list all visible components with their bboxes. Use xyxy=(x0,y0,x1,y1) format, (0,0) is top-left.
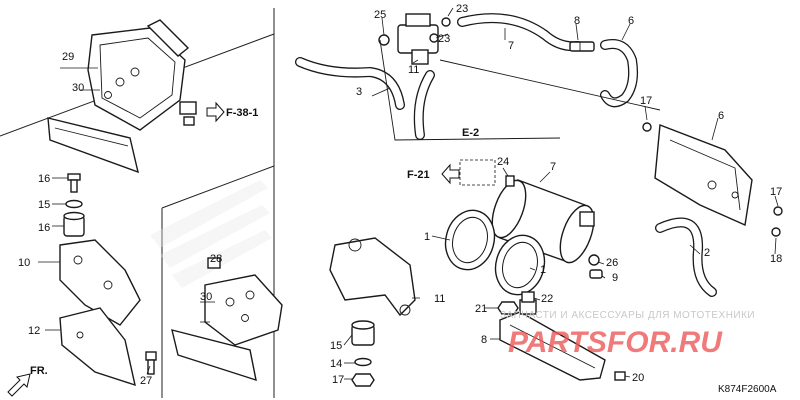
cover-14 xyxy=(59,307,136,387)
bracket-12 xyxy=(59,239,141,326)
joint-10 xyxy=(569,41,595,52)
rubber-mount-16-left xyxy=(63,211,85,237)
ref-arrow-f21 xyxy=(441,159,496,186)
plug-9 xyxy=(589,269,603,279)
callout-30-lower: 30 xyxy=(200,291,212,303)
callout-16-center: 15 xyxy=(330,340,342,352)
cover-6 xyxy=(654,124,753,227)
callout-17-top: 17 xyxy=(640,95,652,107)
front-label: FR. xyxy=(30,365,48,377)
callout-15-left: 15 xyxy=(38,199,50,211)
washer-15-center xyxy=(354,357,372,367)
bracket-13 xyxy=(329,237,416,317)
grommet-f38 xyxy=(179,101,197,126)
hose-5 xyxy=(413,13,583,140)
callout-26: 26 xyxy=(606,257,618,269)
callout-28: 28 xyxy=(210,253,222,265)
callout-9: 9 xyxy=(612,272,618,284)
leader-lines xyxy=(38,7,779,380)
callout-29: 29 xyxy=(62,51,74,63)
band-1-lower xyxy=(494,234,546,296)
callout-25: 25 xyxy=(374,9,386,21)
bolts-17 xyxy=(642,122,783,237)
band-1-upper xyxy=(444,209,496,271)
callout-6: 6 xyxy=(718,110,724,122)
callout-17-right-b: 18 xyxy=(770,253,782,265)
bracket-assembly-29 xyxy=(47,19,190,174)
callout-18: 21 xyxy=(475,303,487,315)
diagram-code: K874F2600A xyxy=(718,384,777,395)
hose-2 xyxy=(655,217,717,297)
callout-8: 8 xyxy=(481,334,487,346)
callout-2: 2 xyxy=(704,247,710,259)
callout-27: 27 xyxy=(140,375,152,387)
clip-26 xyxy=(588,254,600,266)
bolt-20 xyxy=(67,173,81,193)
callout-19: 20 xyxy=(632,372,644,384)
callout-labels: 29 30 16 15 16 10 12 27 28 30 11 15 14 1… xyxy=(18,3,782,387)
hose-4 xyxy=(600,39,639,108)
callout-16-left: 16 xyxy=(38,222,50,234)
callout-15-center: 14 xyxy=(330,358,342,370)
rubber-mount-16-center xyxy=(351,320,375,346)
bolt-19 xyxy=(614,371,626,381)
watermark-line2: PARTSFOR.RU xyxy=(508,326,723,359)
front-arrow-icon xyxy=(7,373,31,397)
callout-23-top: 23 xyxy=(456,3,468,15)
callout-5: 7 xyxy=(508,40,514,52)
callout-14: 12 xyxy=(28,325,40,337)
solenoid-valve-11 xyxy=(378,13,439,65)
callout-1-lower: 1 xyxy=(540,264,546,276)
screw-23 xyxy=(429,17,451,43)
callout-22: 22 xyxy=(541,293,553,305)
callout-20: 16 xyxy=(38,173,50,185)
callout-1-upper: 1 xyxy=(424,231,430,243)
callout-24: 24 xyxy=(497,156,509,168)
bracket-8 xyxy=(499,299,606,381)
watermark-line1: ЗАПЧАСТИ И АКСЕССУАРЫ ДЛЯ МОТОТЕХНИКИ xyxy=(500,310,755,321)
ref-arrow-f38 xyxy=(206,101,225,123)
ref-label-f21: F-21 xyxy=(407,169,430,181)
callout-4: 6 xyxy=(628,15,634,27)
callout-13: 11 xyxy=(434,293,445,305)
nut-21 xyxy=(351,373,375,387)
washer-15-left xyxy=(65,199,83,209)
callout-3: 3 xyxy=(356,86,362,98)
hose-3 xyxy=(295,57,405,110)
callout-10: 8 xyxy=(574,15,580,27)
callout-23-mid: 23 xyxy=(438,33,450,45)
bolt-27 xyxy=(145,351,157,375)
callout-17-right-a: 17 xyxy=(770,186,782,198)
clip-22 xyxy=(521,291,535,303)
callout-11: 11 xyxy=(408,64,419,76)
callout-21: 17 xyxy=(332,374,344,386)
ref-label-e2: E-2 xyxy=(462,127,479,139)
callout-7: 7 xyxy=(550,161,556,173)
wing-logo-watermark xyxy=(150,180,272,288)
bracket-assembly-28 xyxy=(171,257,283,382)
callout-30-upper: 30 xyxy=(72,82,84,94)
tube-line xyxy=(379,39,661,141)
ref-label-f38: F-38-1 xyxy=(226,107,258,119)
callout-12: 10 xyxy=(18,257,30,269)
